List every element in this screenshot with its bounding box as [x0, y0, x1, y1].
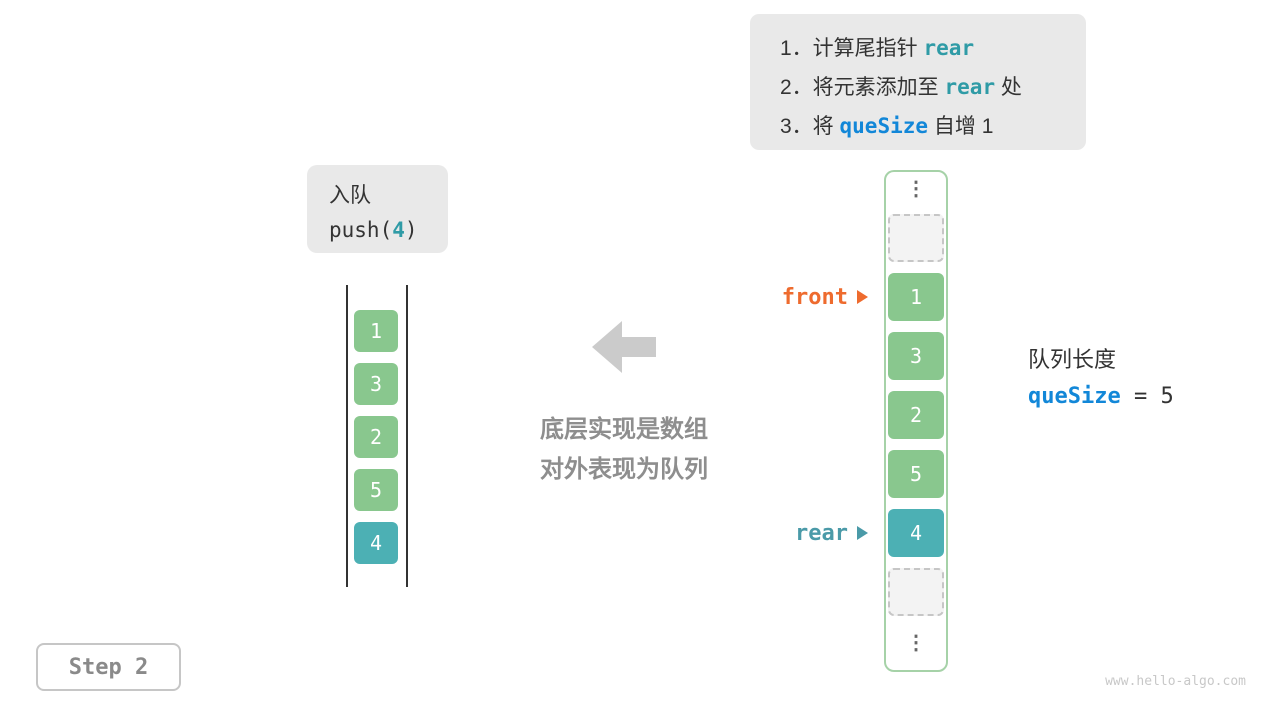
left-queue-boundary-right [406, 285, 408, 587]
queue-length-label: 队列长度 [1028, 347, 1117, 372]
left-queue-boundary-left [346, 285, 348, 587]
step-2-text: 2．将元素添加至 [780, 76, 945, 99]
left-arrow-icon [592, 321, 656, 373]
array-cell: 1 [888, 273, 944, 321]
caption-line-2: 对外表现为队列 [540, 456, 708, 483]
left-queue-cell-highlighted: 4 [354, 522, 398, 564]
queue-length-equals-value: = 5 [1120, 384, 1174, 409]
step-3-keyword-quesize: queSize [839, 114, 929, 138]
step-badge: Step 2 [36, 643, 181, 691]
rear-pointer-arrow-icon [857, 526, 868, 540]
step-3-suffix: 自增 1 [928, 115, 994, 138]
front-pointer-label: front [752, 284, 868, 310]
queue-length-variable: queSize [1028, 384, 1121, 409]
array-cell: 3 [888, 332, 944, 380]
step-line-1: 1．计算尾指针 rear [780, 29, 1086, 68]
enqueue-steps-panel: 1．计算尾指针 rear 2．将元素添加至 rear 处 3．将 queSize… [750, 14, 1086, 150]
step-2-suffix: 处 [995, 76, 1022, 99]
operation-code: push(4) [329, 213, 448, 248]
left-queue-cell: 1 [354, 310, 398, 352]
step-badge-label: Step 2 [68, 654, 149, 680]
left-queue-cell: 3 [354, 363, 398, 405]
caption-text: 底层实现是数组 对外表现为队列 [504, 410, 744, 490]
queue-length-value: queSize = 5 [1028, 378, 1174, 415]
rear-pointer-label: rear [762, 520, 868, 546]
step-1-text: 1．计算尾指针 [780, 37, 924, 60]
array-cell-highlighted: 4 [888, 509, 944, 557]
step-line-2: 2．将元素添加至 rear 处 [780, 68, 1086, 107]
operation-code-suffix: ) [404, 218, 418, 242]
rear-pointer-text: rear [795, 520, 848, 546]
array-ellipsis-top: ⋮ [906, 178, 926, 200]
step-1-keyword-rear: rear [923, 36, 975, 60]
array-cell: 2 [888, 391, 944, 439]
array-empty-cell-top [888, 214, 944, 262]
operation-code-prefix: push( [329, 218, 393, 242]
step-3-text: 3．将 [780, 115, 840, 138]
step-line-3: 3．将 queSize 自增 1 [780, 107, 1086, 146]
array-ellipsis-bottom: ⋮ [906, 632, 926, 654]
left-queue-cell: 2 [354, 416, 398, 458]
array-empty-cell-bottom [888, 568, 944, 616]
step-2-keyword-rear: rear [944, 75, 996, 99]
watermark-text: www.hello-algo.com [1105, 674, 1246, 689]
operation-code-argument: 4 [392, 218, 405, 242]
left-queue-cell: 5 [354, 469, 398, 511]
caption-line-1: 底层实现是数组 [540, 416, 708, 443]
queue-length-info: 队列长度 queSize = 5 [1028, 341, 1174, 415]
front-pointer-text: front [781, 284, 848, 310]
operation-title: 入队 [329, 184, 371, 207]
array-cell: 5 [888, 450, 944, 498]
front-pointer-arrow-icon [857, 290, 868, 304]
operation-label-box: 入队 push(4) [307, 165, 448, 253]
